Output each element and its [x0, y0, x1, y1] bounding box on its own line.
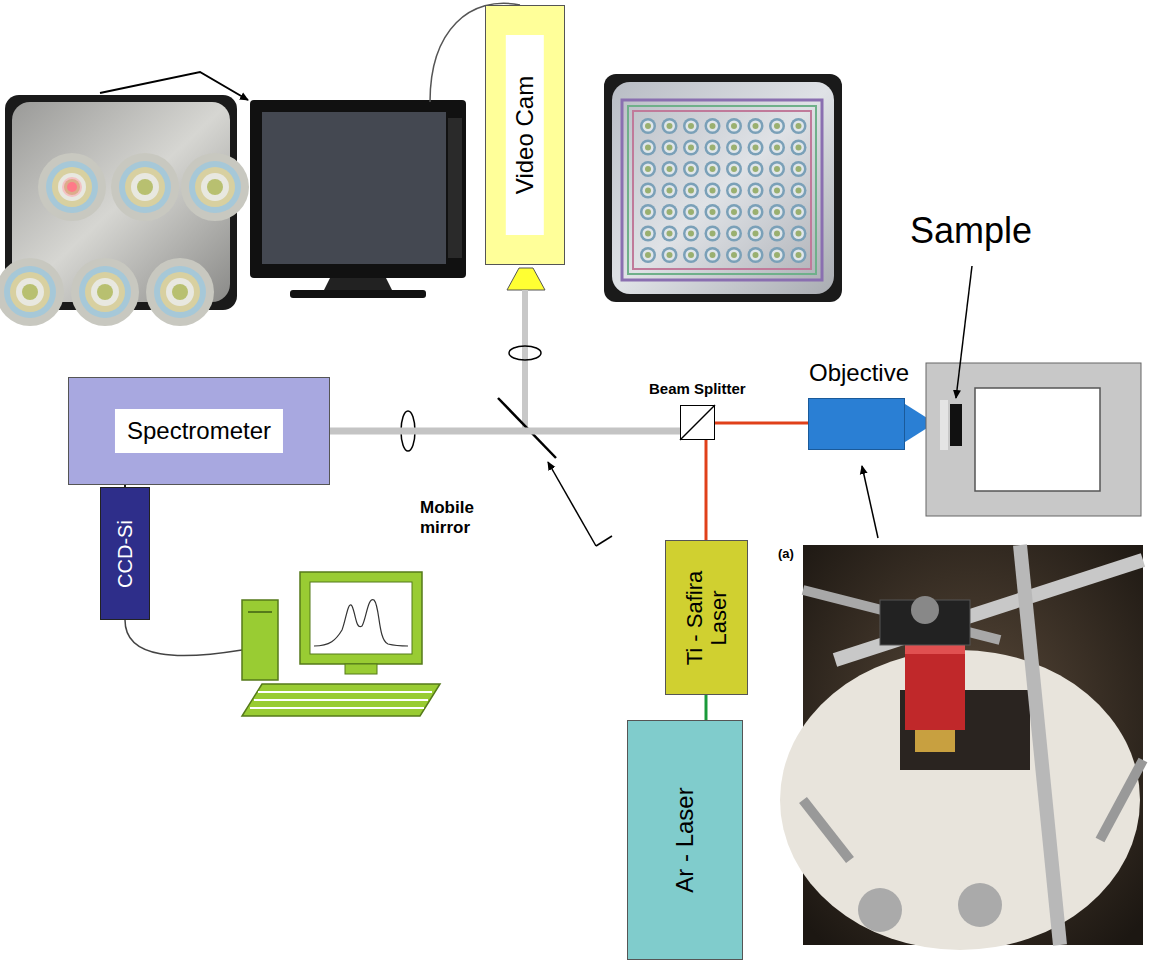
- leader-line: [956, 266, 972, 398]
- box-label: Ar - Laser: [672, 740, 698, 940]
- objective-lens: Objective: [808, 398, 905, 450]
- box-label: Ti - Safira Laser: [682, 550, 730, 685]
- pointer-arrow: [100, 72, 248, 100]
- detector-box: CCD-Si: [100, 487, 150, 620]
- part-heading: Objective: [809, 359, 909, 387]
- light-path: [330, 428, 680, 435]
- computer: [125, 572, 440, 716]
- camera-screenshot: [0, 95, 249, 326]
- leader-line: [862, 466, 878, 538]
- figure-tag: (a): [778, 546, 794, 561]
- light-path: [705, 695, 708, 720]
- beam-splitter: Beam Splitter: [680, 405, 715, 440]
- box-label: Spectrometer: [115, 409, 283, 453]
- sample-screenshot: [604, 74, 842, 302]
- light-path: [705, 440, 708, 540]
- objective-photo: [780, 545, 1143, 950]
- laser-box: Ar - Laser: [627, 720, 743, 960]
- part-label: Sample: [910, 210, 1032, 252]
- splitter-diagonal: [680, 405, 715, 440]
- box-label: Video Cam: [506, 35, 544, 235]
- light-path: [715, 422, 808, 425]
- part-label: Mobile mirror: [420, 498, 498, 538]
- leader-line: [548, 462, 596, 546]
- tv-monitor: [250, 100, 466, 298]
- box-label: CCD-Si: [114, 494, 136, 614]
- camera-lens: [507, 268, 545, 290]
- lens: [509, 346, 541, 360]
- sample-holder: [926, 363, 1141, 516]
- camera-box: Video Cam: [485, 5, 565, 265]
- part-heading: Beam Splitter: [649, 380, 746, 397]
- instrument-box: Spectrometer: [68, 377, 330, 485]
- leader-line: [596, 536, 612, 546]
- laser-box: Ti - Safira Laser: [665, 540, 748, 695]
